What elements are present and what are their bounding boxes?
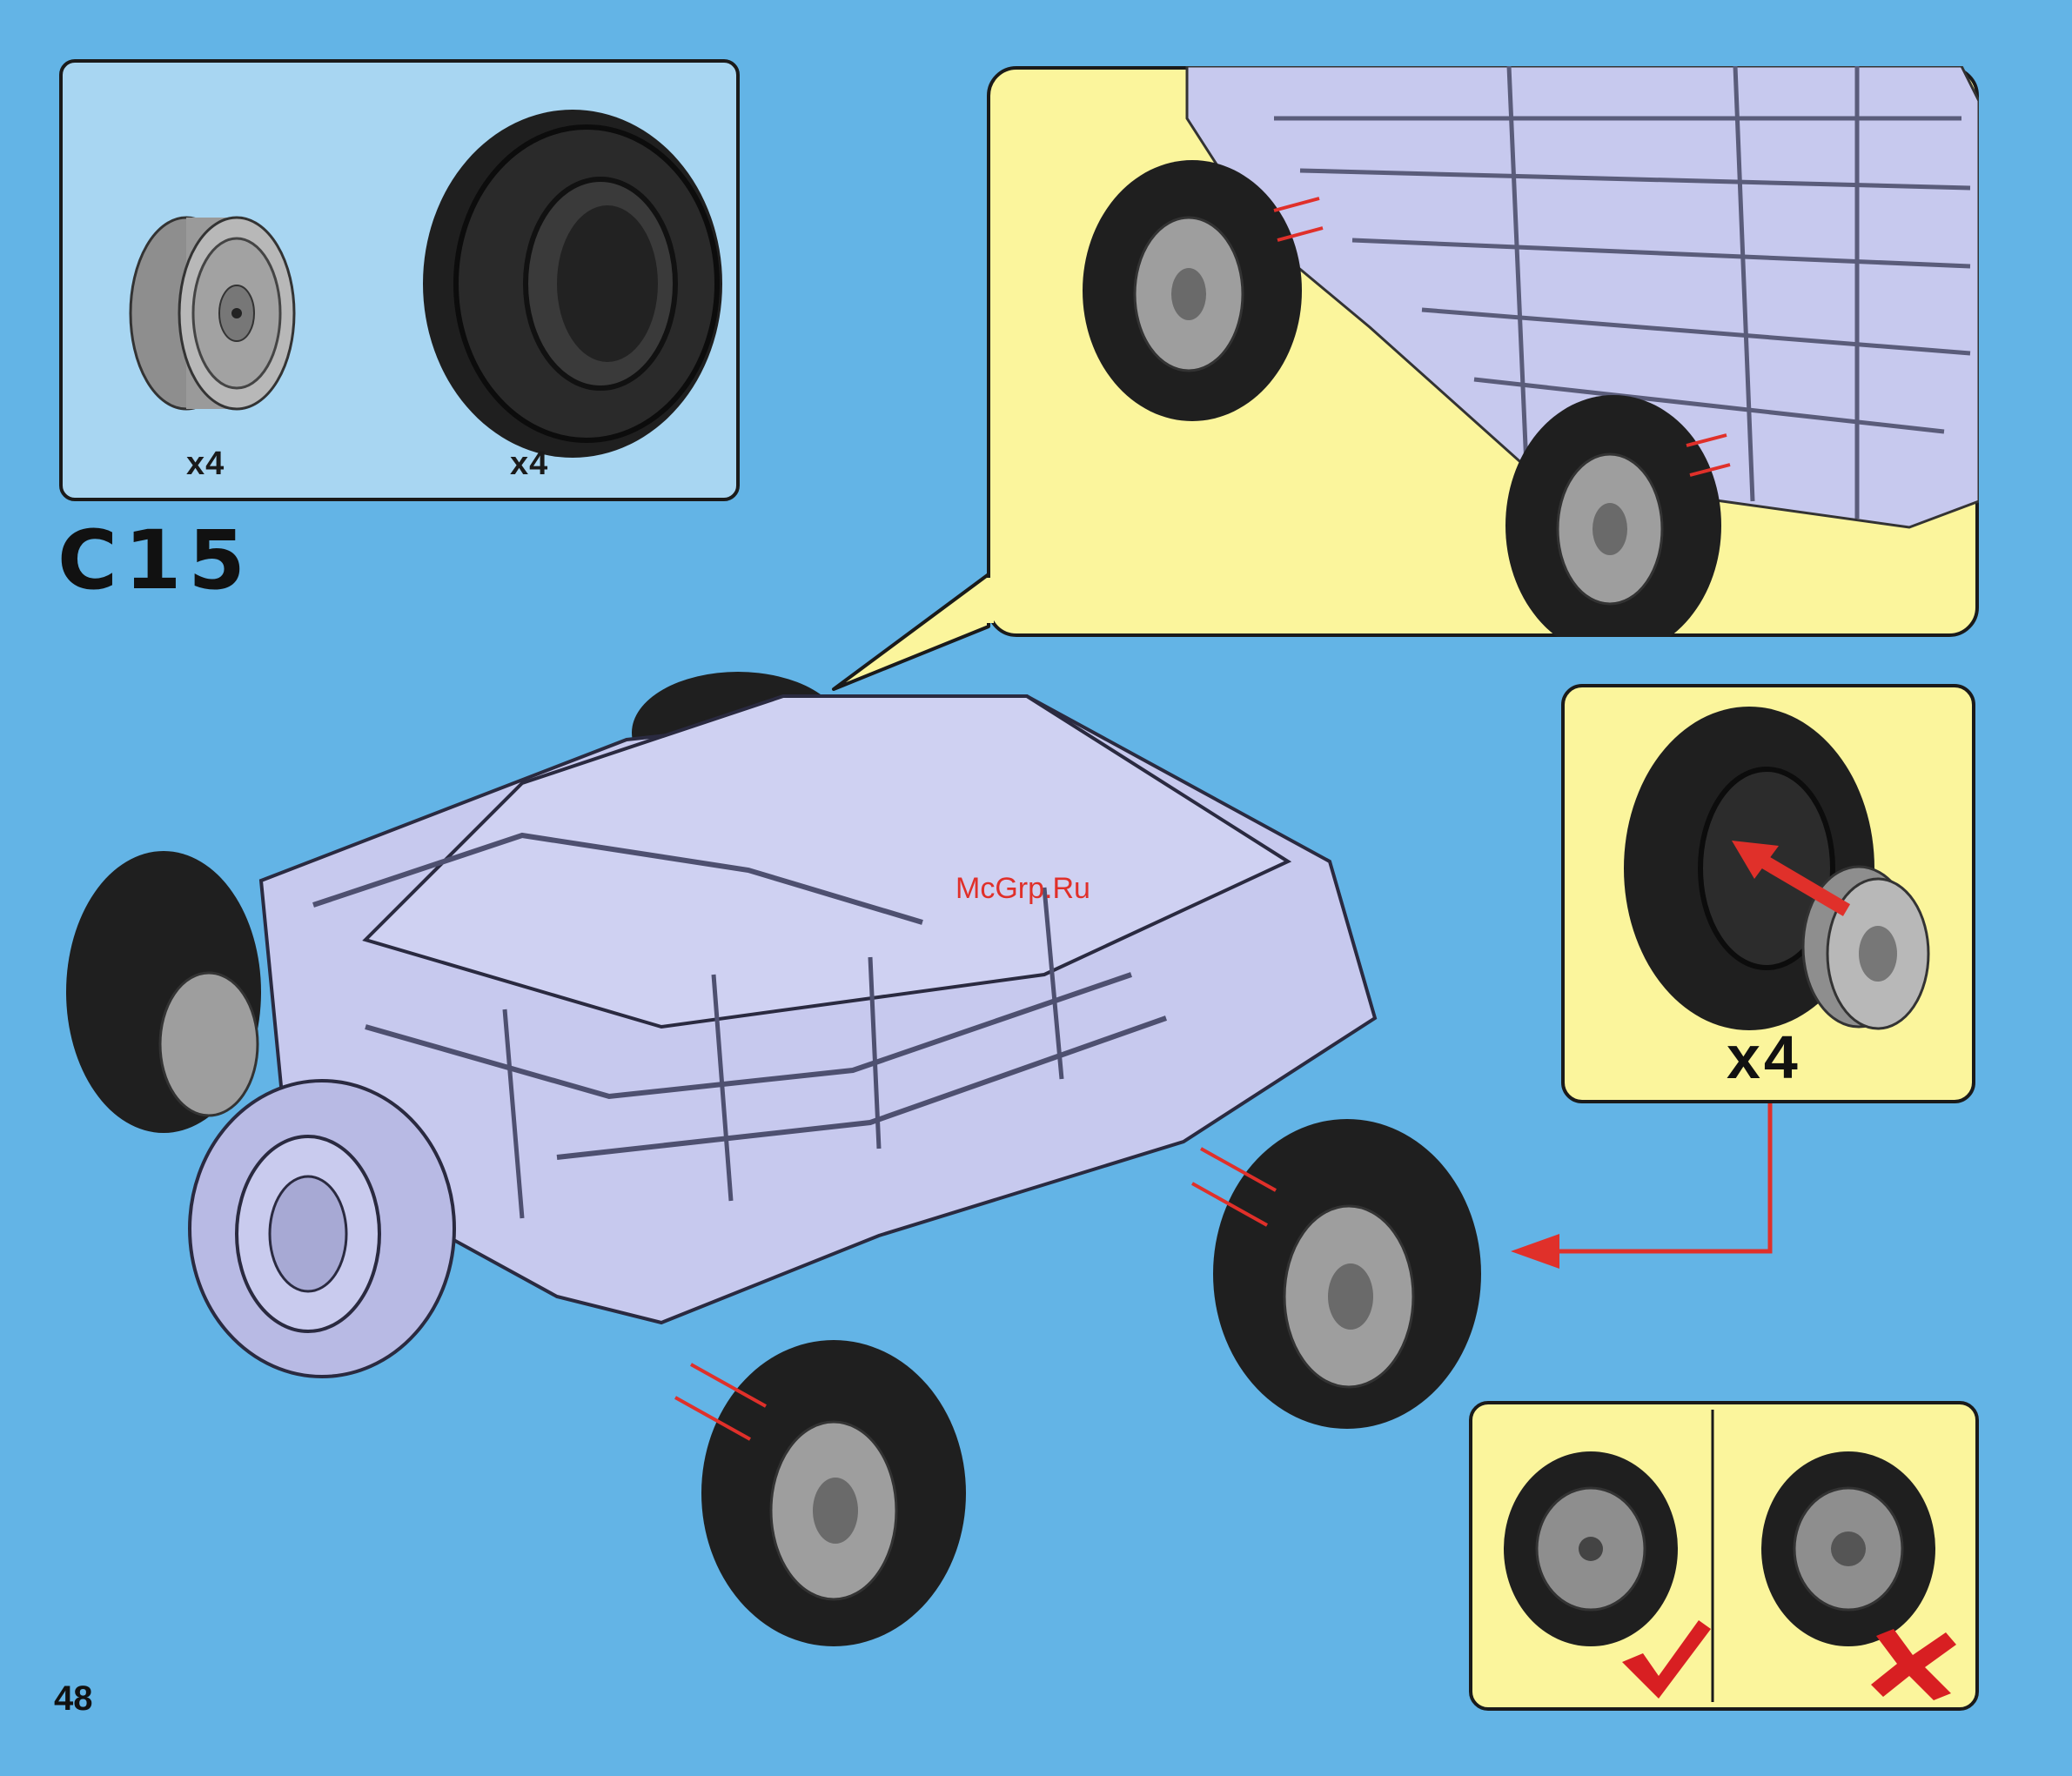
wheel-icon	[701, 1340, 966, 1646]
wrong-wheel-icon	[1761, 1451, 1935, 1646]
watermark: McGrp.Ru	[956, 872, 1090, 906]
assembly-leader-arrow	[1511, 1103, 1770, 1269]
wheel-icon	[190, 1081, 454, 1377]
page-number: 48	[54, 1679, 93, 1719]
assembly-count: x4	[1727, 1027, 1801, 1088]
cross-icon	[1871, 1629, 1956, 1700]
wheel-assembly-illustration	[1561, 684, 1975, 1032]
orientation-check-box	[1469, 1401, 1979, 1711]
correct-wheel-icon	[1504, 1451, 1678, 1646]
orientation-illustration	[1469, 1401, 1979, 1711]
wheel-icon	[1213, 1119, 1481, 1429]
wheel-icon	[66, 851, 261, 1133]
